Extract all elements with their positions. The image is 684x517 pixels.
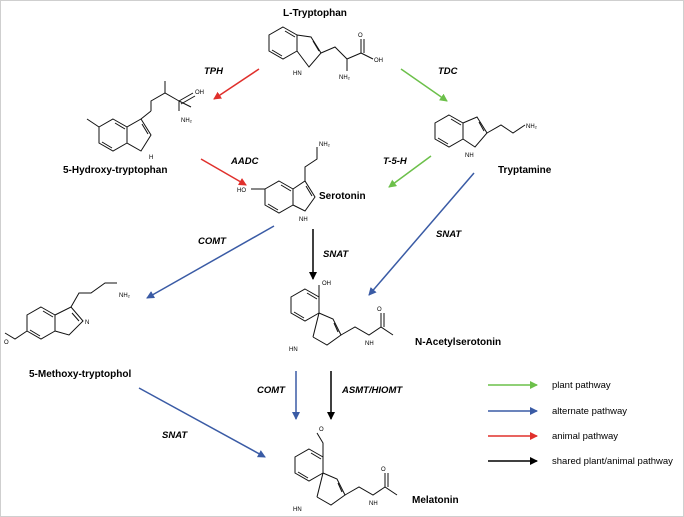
serotonin-nh2-label: NH₂ bbox=[319, 142, 331, 148]
n-acetylserotonin-oh-label: OH bbox=[322, 281, 331, 287]
l-tryptophan-o-label: O bbox=[358, 33, 363, 39]
legend-shared-label: shared plant/animal pathway bbox=[552, 456, 673, 467]
snat-top-arrow bbox=[368, 172, 475, 296]
methoxy-tryptophol-structure: O N NH₂ bbox=[4, 282, 131, 346]
l-tryptophan-nh2-label: NH₂ bbox=[339, 75, 351, 81]
tryptamine-structure: NH NH₂ bbox=[434, 114, 538, 159]
n-acetylserotonin-structure: OH HN NH O bbox=[289, 281, 394, 353]
t5h-arrow bbox=[388, 155, 432, 188]
legend-plant-label: plant pathway bbox=[552, 380, 611, 391]
tryptamine-label: Tryptamine bbox=[498, 165, 552, 176]
n-acetylserotonin-nh-label: NH bbox=[365, 341, 374, 347]
methoxy-tryptophol-nh2-label: NH₂ bbox=[119, 293, 131, 299]
enzyme-snat-top-label: SNAT bbox=[436, 229, 462, 240]
hydroxy-tryptophan-label: 5-Hydroxy-tryptophan bbox=[63, 165, 167, 176]
serotonin-label: Serotonin bbox=[319, 191, 366, 202]
n-acetylserotonin-hn-label: HN bbox=[289, 347, 298, 353]
hydroxy-tryptophan-structure: H NH₂ OH bbox=[86, 81, 204, 161]
enzyme-tph-label: TPH bbox=[204, 66, 224, 77]
aadc-arrow bbox=[200, 158, 247, 186]
n-acetylserotonin-label: N-Acetylserotonin bbox=[415, 337, 501, 348]
enzyme-t5h-label: T-5-H bbox=[383, 156, 408, 167]
snat-bottom-arrow bbox=[138, 387, 266, 458]
l-tryptophan-hn-label: HN bbox=[293, 71, 302, 77]
methoxy-tryptophol-n-label: N bbox=[85, 320, 89, 326]
hydroxy-tryptophan-nh2-label: NH₂ bbox=[181, 118, 193, 124]
melatonin-hn-label: HN bbox=[293, 507, 302, 513]
enzyme-snat-center-label: SNAT bbox=[323, 249, 349, 260]
enzyme-aadc-label: AADC bbox=[230, 156, 259, 167]
hydroxy-tryptophan-oh-label: OH bbox=[195, 90, 204, 96]
legend-animal-label: animal pathway bbox=[552, 431, 618, 442]
hydroxy-tryptophan-h-label: H bbox=[149, 155, 153, 161]
melatonin-o-label: O bbox=[319, 427, 324, 433]
comt-left-arrow bbox=[146, 225, 275, 299]
serotonin-ho-label: HO bbox=[237, 188, 246, 194]
enzyme-comt-left-label: COMT bbox=[198, 236, 227, 247]
melatonin-structure: O HN NH O bbox=[293, 427, 398, 513]
melatonin-label: Melatonin bbox=[412, 495, 459, 506]
methoxy-tryptophol-o-label: O bbox=[4, 340, 9, 346]
enzyme-asmt-hiomt-label: ASMT/HIOMT bbox=[341, 385, 403, 396]
tryptamine-nh-label: NH bbox=[465, 153, 474, 159]
tph-arrow bbox=[213, 68, 260, 100]
enzyme-tdc-label: TDC bbox=[438, 66, 458, 77]
legend-alternate-label: alternate pathway bbox=[552, 406, 627, 417]
methoxy-tryptophol-label: 5-Methoxy-tryptophol bbox=[29, 369, 131, 380]
l-tryptophan-oh-label: OH bbox=[374, 58, 383, 64]
legend: plant pathway alternate pathway animal p… bbox=[488, 380, 673, 467]
enzyme-snat-bottom-label: SNAT bbox=[162, 430, 188, 441]
serotonin-structure: HO NH₂ NH bbox=[237, 142, 331, 223]
tryptamine-nh2-label: NH₂ bbox=[526, 124, 538, 130]
l-tryptophan-label: L-Tryptophan bbox=[283, 8, 347, 19]
melatonin-nh-label: NH bbox=[369, 501, 378, 507]
enzyme-comt-center-label: COMT bbox=[257, 385, 286, 396]
serotonin-nh-label: NH bbox=[299, 217, 308, 223]
l-tryptophan-structure: HN NH₂ OH O bbox=[268, 26, 383, 81]
tdc-arrow bbox=[400, 68, 448, 102]
melatonin-o2-label: O bbox=[381, 467, 386, 473]
n-acetylserotonin-o-label: O bbox=[377, 307, 382, 313]
